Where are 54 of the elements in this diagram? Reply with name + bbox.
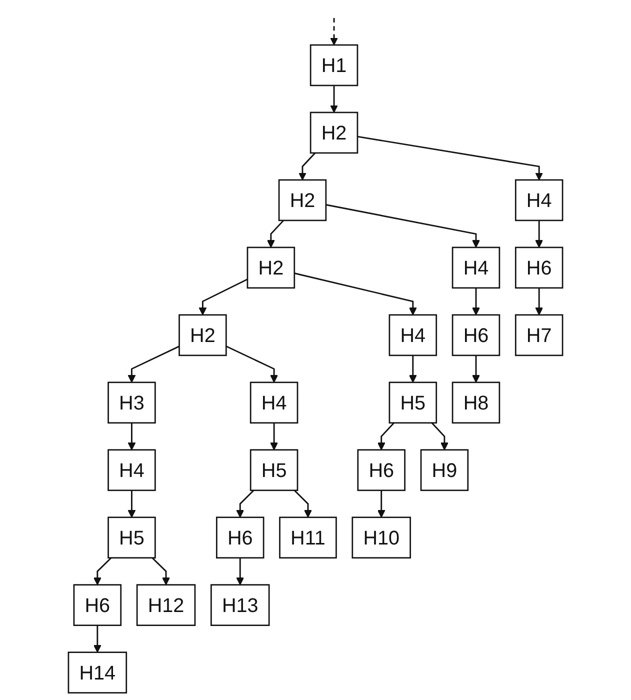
node-box: H5 <box>388 382 438 424</box>
node-box: H14 <box>68 652 128 694</box>
node-box: H11 <box>279 516 337 559</box>
node-box: H9 <box>420 449 469 492</box>
node-box: H6 <box>514 246 564 289</box>
arrow <box>431 422 448 450</box>
arrow <box>266 220 284 248</box>
node-box: H2 <box>246 246 296 289</box>
node-box: H4 <box>108 449 156 492</box>
node-box: H6 <box>216 516 264 559</box>
node-box: H13 <box>210 584 270 626</box>
arrow <box>236 558 244 586</box>
arrow <box>236 490 254 518</box>
node-box: H2 <box>278 179 327 222</box>
node-box: H1 <box>310 44 358 86</box>
arrow <box>93 557 112 586</box>
arrow <box>128 346 180 383</box>
arrow <box>93 625 102 653</box>
arrow <box>152 557 170 586</box>
arrow <box>198 278 248 316</box>
node-box: H3 <box>108 382 156 424</box>
arrow <box>377 422 394 450</box>
arrow <box>357 136 544 180</box>
node-box: H6 <box>357 449 406 492</box>
node-box: H10 <box>352 516 411 559</box>
node-box: H4 <box>452 246 500 289</box>
arrow <box>377 490 386 518</box>
arrow <box>330 18 338 46</box>
arrow <box>408 355 417 383</box>
node-box: H5 <box>250 449 298 492</box>
arrow <box>294 490 312 518</box>
arrow <box>326 204 480 248</box>
node-box: H2 <box>178 314 227 356</box>
arrow <box>128 490 136 518</box>
node-box: H5 <box>108 516 156 559</box>
node-box: H7 <box>514 314 564 356</box>
node-box: H12 <box>136 584 196 626</box>
arrow <box>330 85 338 113</box>
arrow <box>294 272 417 316</box>
arrow <box>298 152 316 180</box>
node-box: H4 <box>250 382 298 424</box>
arrow <box>128 422 136 450</box>
arrow <box>226 346 278 383</box>
arrow <box>472 288 480 316</box>
node-box: H4 <box>388 314 438 356</box>
node-box: H2 <box>310 112 358 154</box>
arrow <box>472 355 480 383</box>
node-box: H6 <box>73 584 122 626</box>
node-box: H4 <box>514 179 564 222</box>
arrow <box>535 288 544 316</box>
arrow <box>535 220 544 248</box>
arrow <box>270 422 278 450</box>
node-box: H6 <box>452 314 500 356</box>
node-box: H8 <box>452 382 500 424</box>
